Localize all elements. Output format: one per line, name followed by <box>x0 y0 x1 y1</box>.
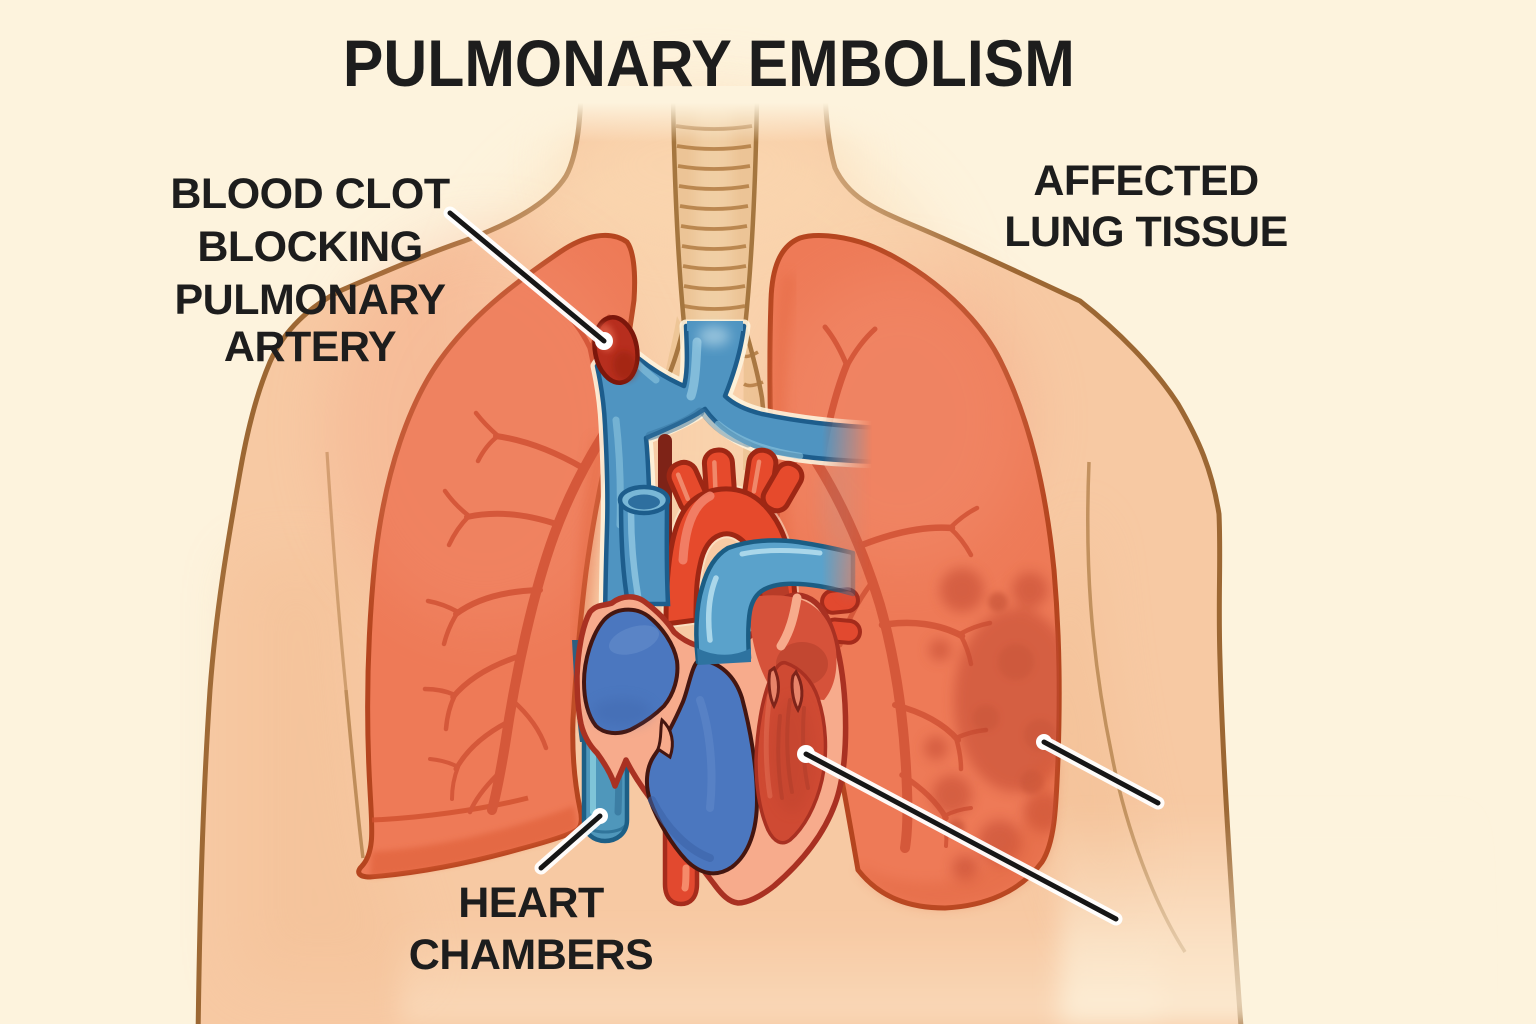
svg-text:PULMONARY: PULMONARY <box>174 276 445 324</box>
svg-text:CHAMBERS: CHAMBERS <box>409 931 653 979</box>
svg-text:AFFECTED: AFFECTED <box>1033 157 1258 205</box>
svg-text:LUNG TISSUE: LUNG TISSUE <box>1004 208 1288 256</box>
svg-text:BLOCKING: BLOCKING <box>197 223 422 271</box>
svg-text:PULMONARY EMBOLISM: PULMONARY EMBOLISM <box>343 28 1075 101</box>
svg-text:ARTERY: ARTERY <box>224 323 396 371</box>
svg-text:HEART: HEART <box>458 879 604 927</box>
svg-text:BLOOD CLOT: BLOOD CLOT <box>170 170 449 218</box>
